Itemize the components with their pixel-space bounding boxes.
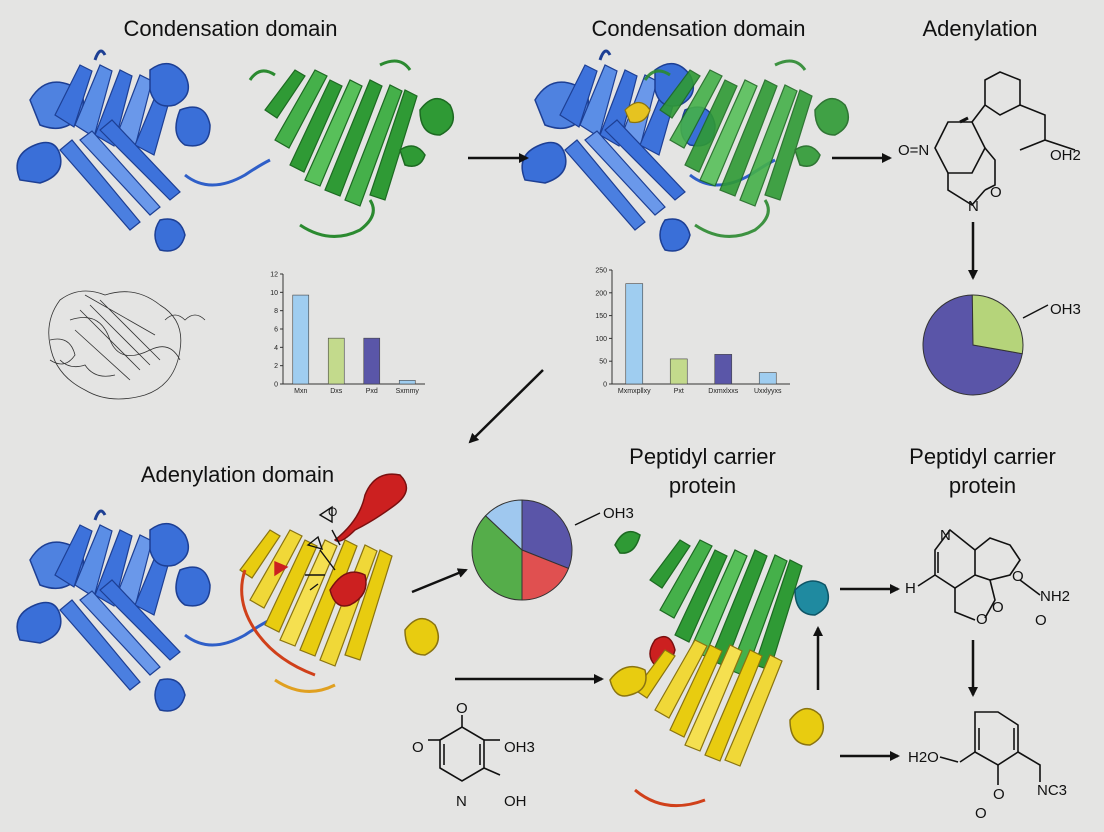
y-tick-label: 0	[274, 382, 278, 389]
category-label: Dxmxlxxs	[708, 388, 738, 395]
bar	[293, 295, 309, 384]
chem-label-top-right-n: N	[968, 198, 979, 215]
chem-label-br-o1: O	[993, 786, 1005, 803]
chemical-structure-top-right	[935, 72, 1075, 205]
chem-label-rm-o1: O	[1012, 568, 1024, 585]
category-label: Uxxlyyxs	[754, 388, 782, 395]
arrow-row2-to-row3	[470, 370, 543, 442]
peptidyl-carrier-protein-structure	[610, 532, 828, 806]
bar	[399, 380, 415, 384]
y-tick-label: 50	[599, 359, 607, 366]
chem-label-br-h2o: H2O	[908, 749, 939, 766]
condensation-domain-structure-mid	[522, 51, 848, 251]
y-tick-label: 200	[595, 290, 607, 297]
y-tick-label: 10	[270, 290, 278, 297]
bar	[626, 284, 643, 384]
category-label: Dxs	[330, 388, 343, 395]
chemical-structure-bottom-center	[428, 715, 500, 781]
chem-label-rm-h: H	[905, 580, 916, 597]
y-tick-label: 6	[274, 327, 278, 334]
ligand-o-label: O	[328, 505, 337, 519]
chem-label-rm-o4: O	[976, 611, 988, 628]
y-tick-label: 2	[274, 363, 278, 370]
chem-label-rm-n: N	[940, 527, 951, 544]
y-tick-label: 4	[274, 345, 278, 352]
chemical-structure-bottom-right	[940, 712, 1040, 785]
adenylation-domain-structure	[17, 474, 438, 711]
chem-label-bc-o-top: O	[456, 700, 468, 717]
chem-label-pie-mid: OH3	[603, 505, 634, 522]
chem-label-top-right-o: O	[990, 184, 1002, 201]
chem-label-top-right-oh2: OH2	[1050, 147, 1081, 164]
chem-label-bc-n: N	[456, 793, 467, 810]
chem-label-br-nc3: NC3	[1037, 782, 1067, 799]
chem-label-rm-o2: O	[1035, 612, 1047, 629]
chem-label-bc-oh3: OH3	[504, 739, 535, 756]
bar	[328, 338, 344, 384]
chem-label-rm-o3: O	[992, 599, 1004, 616]
chem-label-pie-right: OH3	[1050, 301, 1081, 318]
pie-chart-mid	[472, 500, 572, 600]
chem-label-top-right-oxime: O=N	[898, 142, 929, 159]
category-label: Mxn	[294, 388, 307, 395]
y-tick-label: 8	[274, 308, 278, 315]
y-tick-label: 150	[595, 313, 607, 320]
bar	[364, 338, 380, 384]
category-label: Mxmxpllxy	[618, 388, 651, 395]
y-tick-label: 12	[270, 272, 278, 279]
y-tick-label: 100	[595, 336, 607, 343]
bar	[715, 354, 732, 384]
chem-label-bc-o-left: O	[412, 739, 424, 756]
arrow-adenylation-to-pie-mid	[412, 570, 466, 592]
category-label: Pxd	[366, 388, 378, 395]
bar-chart-2: 0 50 100 150 200 250 Mxmxpllxy Pxt Dxmxlxxs Uxxl…	[595, 268, 790, 396]
pie-slice	[972, 295, 1023, 354]
bar	[759, 373, 776, 384]
bar	[670, 359, 687, 384]
wireframe-structure-sketch	[49, 291, 205, 399]
condensation-domain-structure-left	[17, 51, 453, 251]
chem-label-br-o2: O	[975, 805, 987, 822]
category-label: Pxt	[674, 388, 684, 395]
pie-chart-right	[923, 295, 1023, 395]
y-tick-label: 0	[603, 382, 607, 389]
chem-label-rm-nh2: NH2	[1040, 588, 1070, 605]
y-tick-label: 250	[595, 268, 607, 275]
chem-label-bc-oh: OH	[504, 793, 527, 810]
category-label: Sxmmy	[396, 388, 420, 395]
bar-chart-1: 0 2 4 6 8 10 12 Mxn Dxs Pxd Sxmmy	[270, 272, 425, 396]
